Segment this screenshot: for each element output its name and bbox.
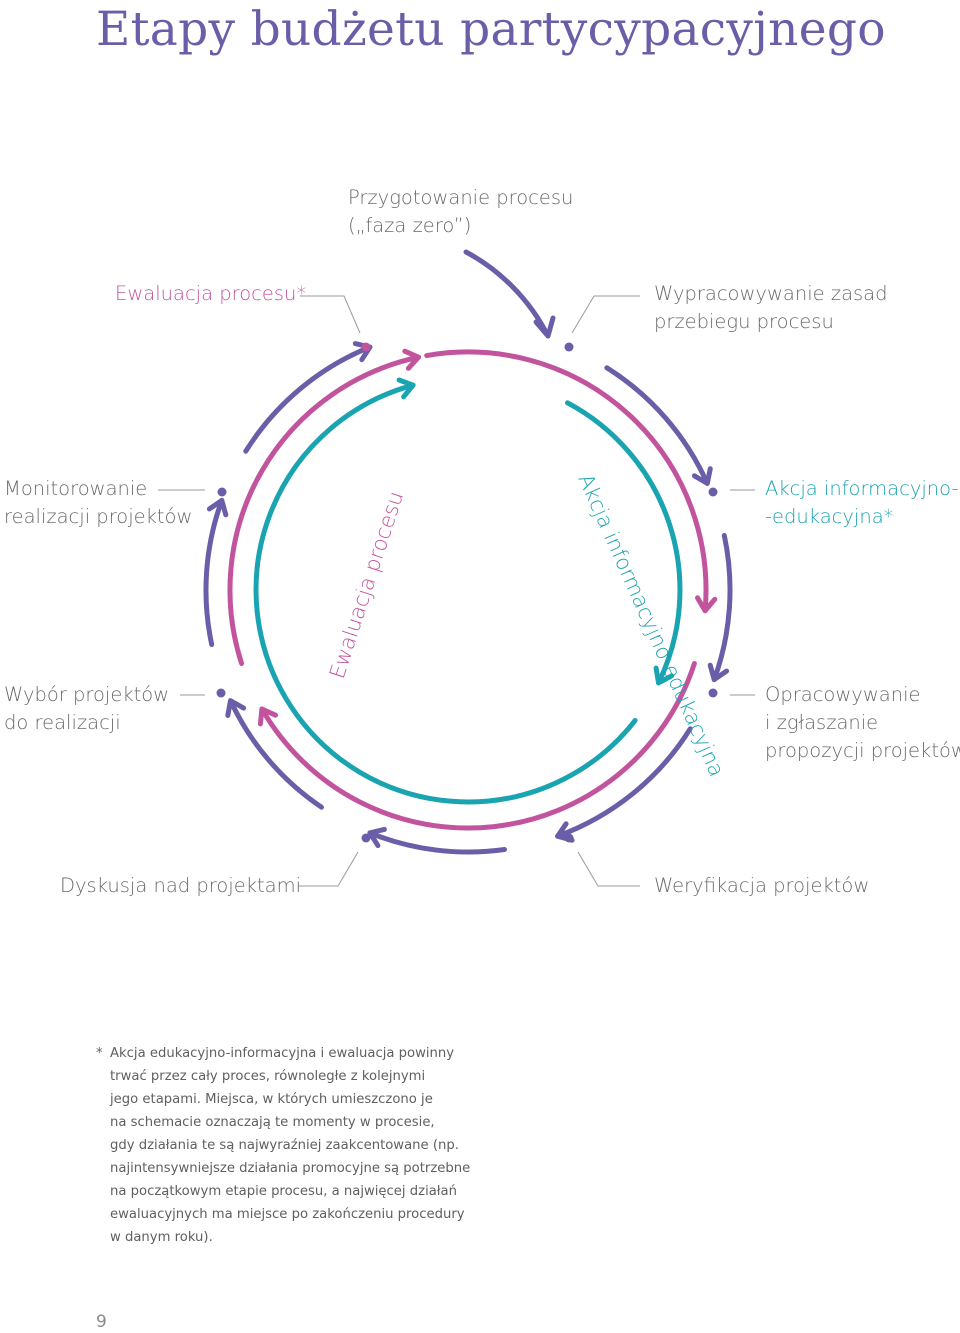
dot-ewaluacja [361,342,371,352]
purple-arc-6 [203,497,225,647]
page-title: Etapy budżetu partycypacyjnego [96,2,886,57]
footnote: * Akcja edukacyjno-informacyjna i ewalua… [96,1042,516,1249]
label-ewaluacja: Ewaluacja procesu* [115,282,307,305]
dot-monitorowanie [217,487,227,497]
pink-arc-right [424,349,709,614]
purple-arc-1 [604,365,710,486]
purple-arc-6-arrowhead [206,497,229,518]
cycle-arcs [203,249,733,855]
purple-arc-7 [243,344,373,454]
dot-weryfikacja [564,833,574,843]
page-number: 9 [96,1312,107,1332]
teal-arc-left [253,382,638,805]
purple-arc-1-arrowhead [691,466,713,486]
pink-arc-right-arrowhead [695,595,718,614]
footnote-star: * [96,1046,103,1061]
dot-opracowywanie [708,688,718,698]
pink-arc-left-arrowhead [402,348,421,371]
leader-zasady [571,295,640,334]
leader-lines [158,295,755,887]
purple-arc-5 [228,698,324,810]
purple-arc-4-arrowhead [367,826,387,849]
label-dyskusja: Dyskusja nad projektami [60,874,301,897]
purple-arc-2 [711,533,733,683]
label-przygotowanie: Przygotowanie procesu(„faza zero”) [348,186,574,237]
purple-arc-entry-arrowhead [533,315,556,339]
pink-arc-bottom-arrowhead [257,706,278,727]
dot-wybor [216,688,226,698]
footnote-text: Akcja edukacyjno-informacyjna i ewaluacj… [110,1046,471,1245]
teal-arc-right [565,400,683,686]
teal-arc-right-arrowhead [653,665,675,686]
dot-dyskusja [361,833,371,843]
dot-zasady [564,342,574,352]
dot-akcja [708,487,718,497]
pink-arc-bottom [259,661,697,831]
teal-arc-left-arrowhead [396,377,416,400]
purple-arc-5-arrowhead [225,698,247,718]
leader-ewaluacja [300,295,361,334]
pink-arc-left [227,354,421,666]
label-weryfikacja: Weryfikacja projektów [654,874,870,897]
ring-label-teal: Akcja informacyjno-edukacyjna [573,470,729,780]
leader-weryfikacja [577,851,640,887]
leader-dyskusja [298,851,359,887]
purple-arc-2-arrowhead [707,662,730,683]
purple-arc-3 [555,726,693,839]
label-akcja: Akcja informacyjno--edukacyjna* [765,477,959,528]
ring-label-pink: Ewaluacja procesu [325,488,408,681]
stage-dots [216,342,718,843]
purple-arc-entry [463,249,551,339]
purple-arc-4 [367,830,507,855]
